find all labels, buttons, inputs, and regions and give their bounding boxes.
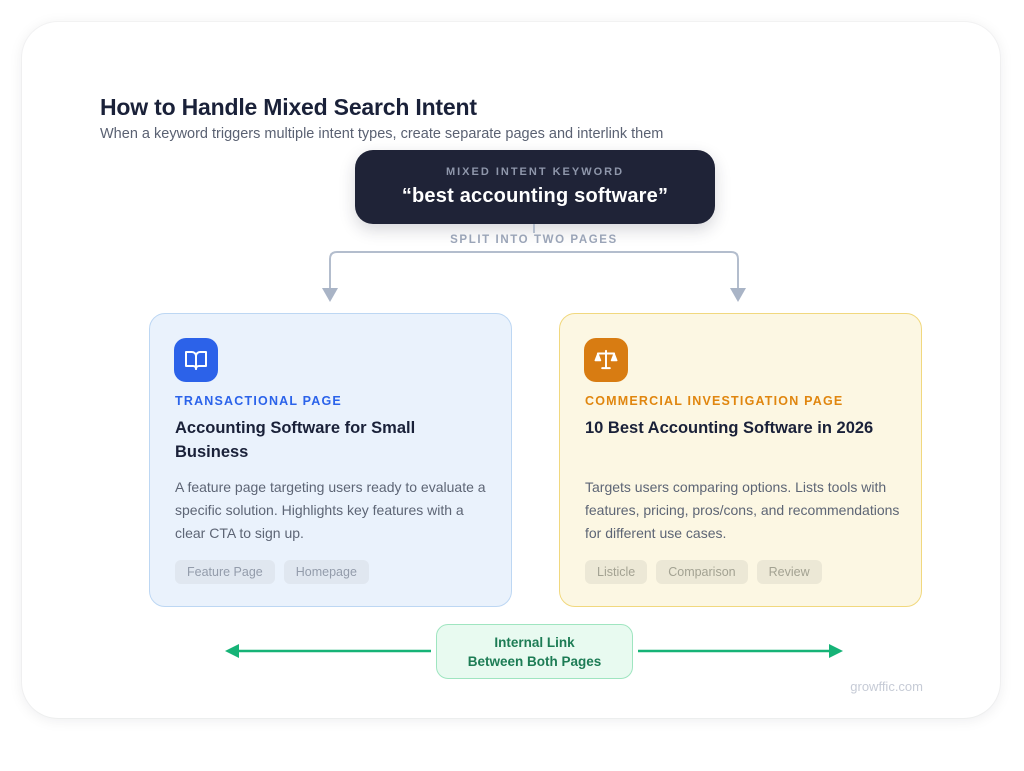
tag-listicle: Listicle (585, 560, 648, 584)
arrow-down-left-icon (322, 288, 338, 302)
page-title: How to Handle Mixed Search Intent (100, 94, 477, 120)
card-category-label: TRANSACTIONAL PAGE (175, 394, 342, 408)
keyword-box-label: MIXED INTENT KEYWORD (445, 166, 625, 178)
page-subtitle: When a keyword triggers multiple intent … (100, 126, 664, 142)
watermark: growffic.com (850, 679, 923, 694)
tag-homepage: Homepage (283, 560, 369, 584)
internal-link-line1: Internal Link (494, 634, 575, 650)
card-description: A feature page targeting users ready to … (175, 479, 486, 541)
split-label: SPLIT INTO TWO PAGES (450, 234, 618, 246)
tag-review: Review (756, 560, 822, 584)
card-title: Accounting Software for Small Business (175, 419, 416, 461)
commercial-investigation-page-card: COMMERCIAL INVESTIGATION PAGE 10 Best Ac… (559, 313, 922, 607)
mixed-intent-keyword-box: MIXED INTENT KEYWORD “best accounting so… (355, 150, 715, 224)
arrow-down-right-icon (730, 288, 746, 302)
infographic-canvas: How to Handle Mixed Search Intent When a… (22, 22, 1000, 718)
transactional-page-card: TRANSACTIONAL PAGE Accounting Software f… (149, 313, 512, 607)
arrow-right-icon (829, 644, 843, 658)
card-category-label: COMMERCIAL INVESTIGATION PAGE (585, 394, 844, 408)
card-tags: Listicle Comparison Review (585, 560, 822, 584)
tag-feature-page: Feature Page (175, 560, 275, 584)
open-book-icon (174, 338, 218, 382)
keyword-text: “best accounting software” (401, 185, 669, 207)
arrow-left-icon (225, 644, 239, 658)
internal-link-box: Internal Link Between Both Pages (436, 624, 633, 679)
balance-scale-icon (584, 338, 628, 382)
card-description: Targets users comparing options. Lists t… (585, 479, 900, 541)
card-title: 10 Best Accounting Software in 2026 (585, 419, 874, 437)
internal-link-line2: Between Both Pages (467, 653, 602, 669)
tag-comparison: Comparison (656, 560, 748, 584)
card-tags: Feature Page Homepage (175, 560, 369, 584)
